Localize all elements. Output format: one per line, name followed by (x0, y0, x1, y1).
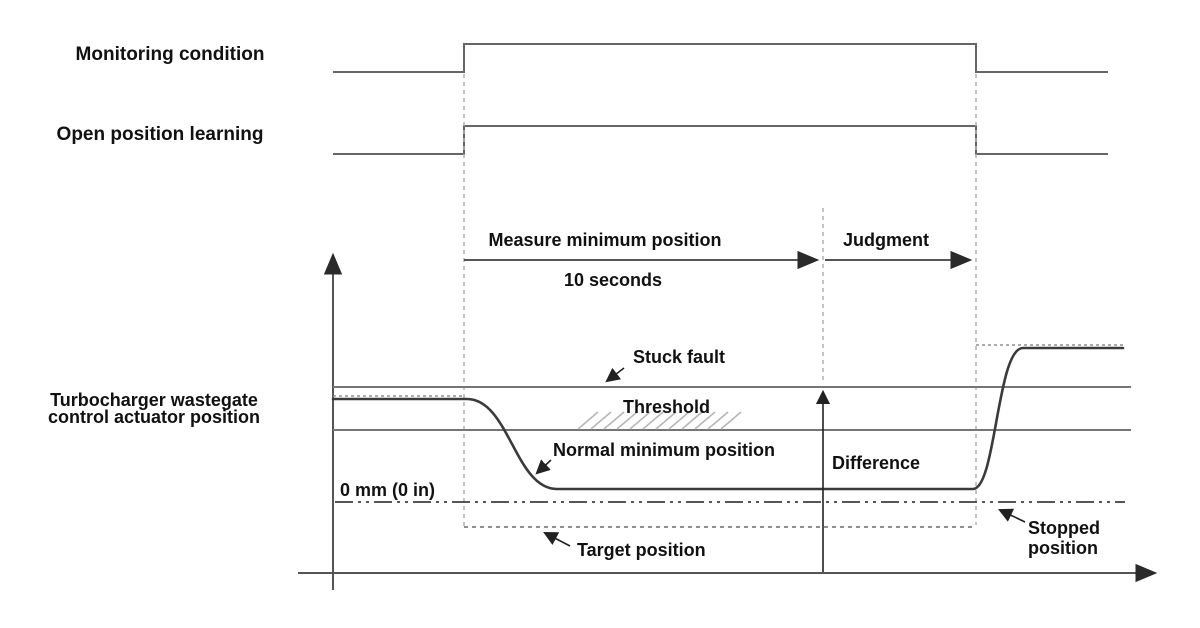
monitoring-signal-line (333, 43, 1108, 73)
actuator-position-axis-label: Turbocharger wastegate control actuator … (18, 390, 290, 427)
learning-signal-line (333, 125, 1108, 155)
judgment-phase-label: Judgment (842, 230, 929, 250)
stuck-fault-pointer-arrow (605, 367, 625, 383)
difference-label: Difference (832, 453, 921, 473)
open-position-learning-label: Open position learning (56, 124, 264, 145)
stopped-position-pointer-arrow (998, 508, 1026, 523)
threshold-label: Threshold (623, 397, 711, 417)
stuck-fault-label: Stuck fault (633, 347, 726, 367)
target-position-pointer-arrow (543, 532, 571, 547)
monitoring-condition-label: Monitoring condition (75, 44, 265, 65)
stopped-position-label-line2: position (1028, 538, 1098, 558)
measure-duration-label: 10 seconds (563, 270, 663, 290)
actuator-position-curve (331, 346, 1125, 491)
zero-mm-label: 0 mm (0 in) (340, 480, 436, 500)
actuator-axis-label-line2: control actuator position (47, 407, 260, 427)
stopped-position-label: Stopped position (1028, 518, 1100, 558)
target-position-label: Target position (577, 540, 706, 560)
threshold-hatching (577, 411, 742, 430)
measure-phase-label: Measure minimum position (488, 230, 722, 250)
normal-minimum-pointer-arrow (535, 459, 552, 475)
actuator-axis-label-line1: Turbocharger wastegate (50, 390, 258, 410)
stopped-position-label-line1: Stopped (1028, 518, 1100, 538)
normal-minimum-position-label: Normal minimum position (553, 440, 776, 460)
